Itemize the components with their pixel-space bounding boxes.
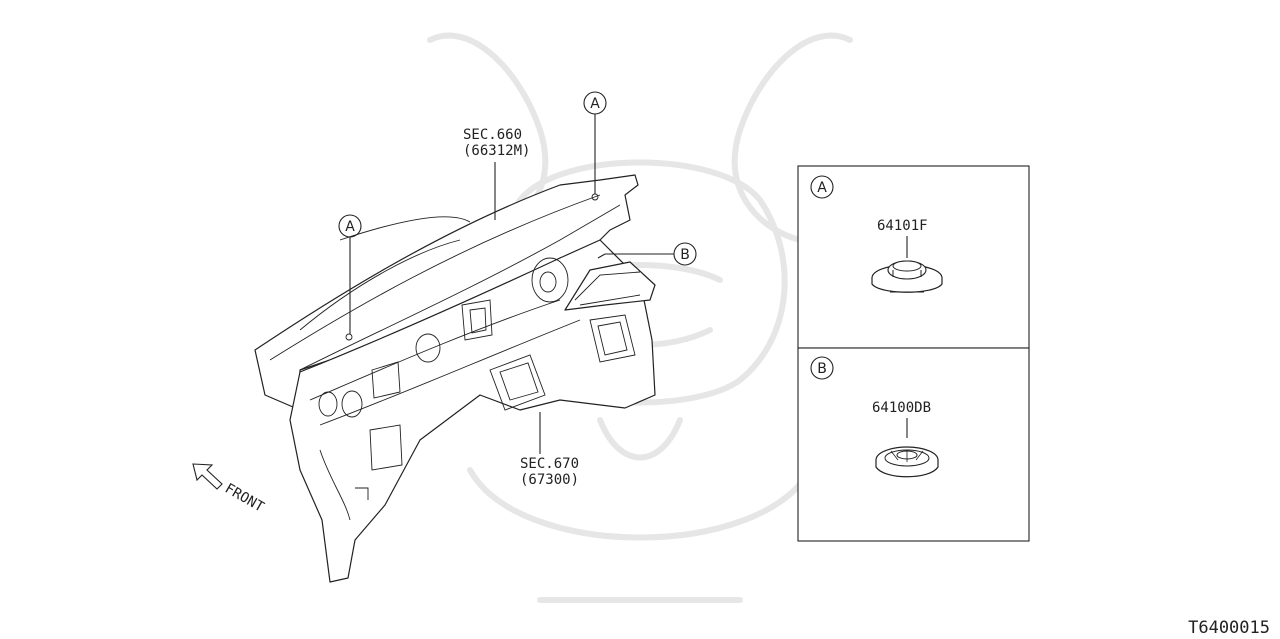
front-label: FRONT	[222, 481, 267, 516]
panel-a-part-number: 64101F	[877, 218, 928, 234]
svg-text:A: A	[590, 96, 600, 112]
ref-a-callout-left: A	[338, 214, 362, 334]
panel-a-ref: A	[817, 180, 827, 196]
ref-a-callout-top: A	[583, 91, 607, 194]
sec670-part-number: (67300)	[520, 472, 579, 488]
svg-text:B: B	[680, 247, 690, 263]
grommet-b-icon	[875, 446, 939, 478]
diagram-code: T6400015	[1188, 618, 1270, 638]
detail-panel-b: B 64100DB	[797, 347, 1030, 542]
ref-b-callout: B	[597, 242, 697, 266]
dash-panel-drawing	[254, 174, 656, 583]
panel-b-part-number: 64100DB	[872, 400, 931, 416]
sec660-label: SEC.660	[463, 127, 522, 143]
grommet-a-icon	[871, 260, 943, 293]
panel-b-ref: B	[817, 361, 827, 377]
sec670-label: SEC.670	[520, 456, 579, 472]
sec660-part-number: (66312M)	[463, 143, 530, 159]
detail-panel-a: A 64101F	[797, 165, 1030, 349]
svg-text:A: A	[345, 219, 355, 235]
front-arrow-icon: FRONT	[192, 463, 267, 516]
